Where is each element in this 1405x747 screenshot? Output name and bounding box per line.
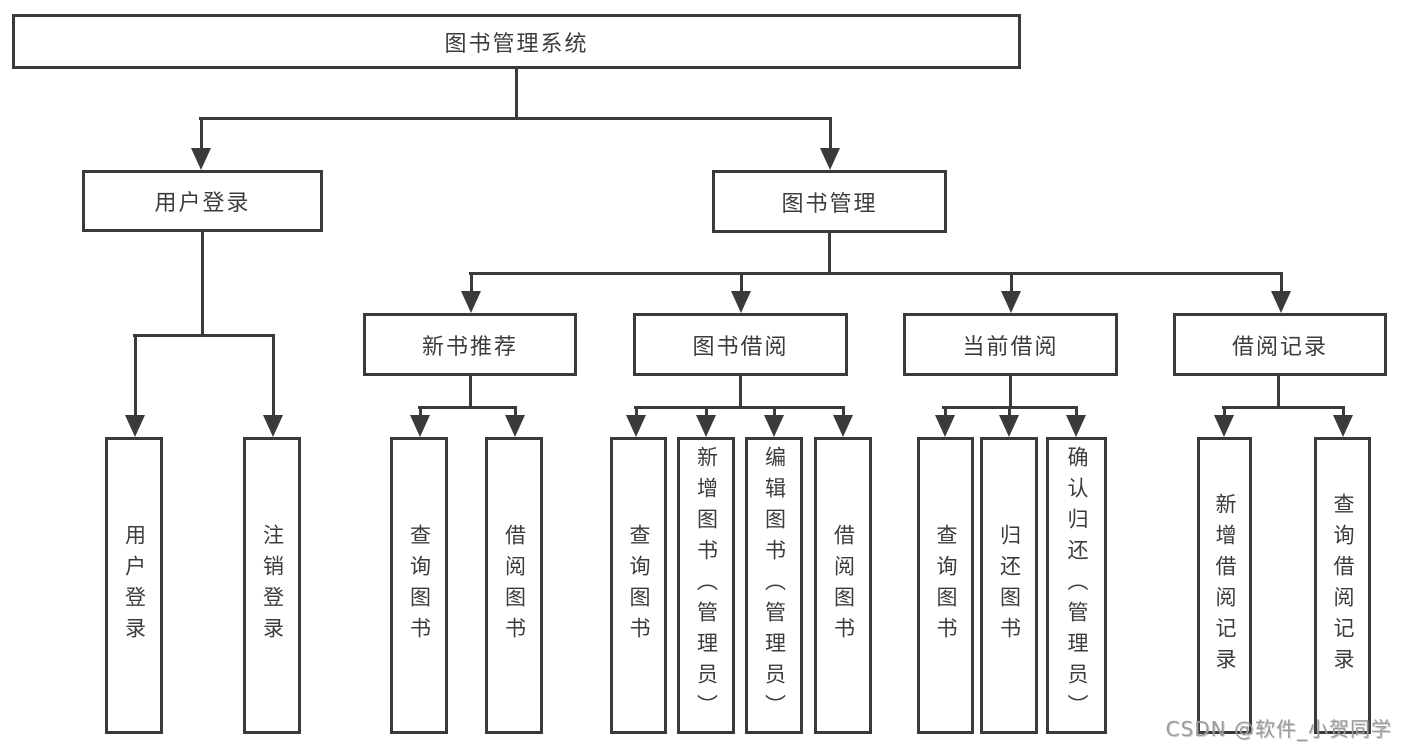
arrowhead-icon: [935, 415, 955, 437]
arrowhead-icon: [626, 415, 646, 437]
arrow-down: [1271, 272, 1291, 313]
leaf-confirm-return-admin: 确认归还（管理员）: [1046, 437, 1107, 734]
arrowhead-icon: [999, 415, 1019, 437]
node-new-book-recommend: 新书推荐: [363, 313, 577, 376]
leaf-newbook-borrow-books: 借阅图书: [485, 437, 543, 734]
node-current-borrow: 当前借阅: [903, 313, 1118, 376]
arrow-down: [626, 406, 646, 437]
arrowhead-icon: [125, 415, 145, 437]
arrow-down: [191, 117, 211, 170]
leaf-newbook-query-books-label: 查询图书: [407, 523, 432, 648]
node-book-borrow: 图书借阅: [633, 313, 848, 376]
connector-line: [515, 68, 518, 120]
arrow-down: [999, 406, 1019, 437]
arrow-down: [696, 406, 716, 437]
connector-line: [828, 232, 831, 275]
arrowhead-icon: [263, 415, 283, 437]
leaf-edit-book-admin-label: 编辑图书（管理员）: [762, 446, 787, 725]
connector-line: [739, 375, 742, 409]
node-book-management-label: 图书管理: [781, 191, 878, 217]
arrowhead-icon: [1066, 415, 1086, 437]
node-book-borrow-label: 图书借阅: [692, 334, 789, 360]
leaf-logout-label: 注销登录: [260, 523, 285, 648]
arrowhead-icon: [833, 415, 853, 437]
arrow-down: [1066, 406, 1086, 437]
arrowhead-icon: [505, 415, 525, 437]
leaf-logout: 注销登录: [243, 437, 301, 734]
leaf-return-books: 归还图书: [980, 437, 1038, 734]
arrow-down: [1214, 406, 1234, 437]
connector-line: [199, 117, 832, 120]
leaf-current-query-books: 查询图书: [917, 437, 974, 734]
arrowhead-icon: [1214, 415, 1234, 437]
arrow-down: [1001, 272, 1021, 313]
arrowhead-icon: [731, 291, 751, 313]
leaf-query-borrow-record-label: 查询借阅记录: [1331, 492, 1355, 679]
arrowhead-icon: [1001, 291, 1021, 313]
leaf-add-book-admin: 新增图书（管理员）: [677, 437, 735, 734]
arrow-down: [263, 334, 283, 437]
node-root-label: 图书管理系统: [444, 31, 589, 57]
arrowhead-icon: [1333, 415, 1353, 437]
arrow-down: [731, 272, 751, 313]
leaf-borrow-query-books: 查询图书: [610, 437, 667, 734]
arrowhead-icon: [1271, 291, 1291, 313]
arrow-down: [505, 406, 525, 437]
arrowhead-icon: [461, 291, 481, 313]
arrow-down: [1333, 406, 1353, 437]
connector-line: [1222, 406, 1344, 409]
arrowhead-icon: [764, 415, 784, 437]
connector-line: [133, 334, 274, 337]
node-user-login-label: 用户登录: [154, 191, 251, 216]
connector-line: [1009, 375, 1012, 409]
leaf-borrow-query-books-label: 查询图书: [627, 523, 651, 648]
arrow-down: [820, 117, 840, 170]
leaf-user-login-label: 用户登录: [122, 523, 147, 648]
leaf-current-query-books-label: 查询图书: [934, 523, 958, 648]
arrow-down: [833, 406, 853, 437]
arrowhead-icon: [696, 415, 716, 437]
node-borrow-records-label: 借阅记录: [1231, 334, 1328, 360]
leaf-edit-book-admin: 编辑图书（管理员）: [745, 437, 803, 734]
leaf-newbook-borrow-books-label: 借阅图书: [502, 523, 527, 648]
leaf-add-borrow-record: 新增借阅记录: [1197, 437, 1252, 734]
node-borrow-records: 借阅记录: [1173, 313, 1387, 376]
node-new-book-recommend-label: 新书推荐: [421, 334, 518, 360]
connector-line: [469, 272, 1283, 275]
arrow-down: [461, 272, 481, 313]
arrowhead-icon: [191, 148, 211, 170]
leaf-add-book-admin-label: 新增图书（管理员）: [694, 446, 719, 725]
arrowhead-icon: [410, 415, 430, 437]
leaf-add-borrow-record-label: 新增借阅记录: [1213, 492, 1237, 679]
leaf-query-borrow-record: 查询借阅记录: [1314, 437, 1371, 734]
arrowhead-icon: [820, 148, 840, 170]
node-current-borrow-label: 当前借阅: [962, 334, 1059, 360]
node-root-system: 图书管理系统: [12, 14, 1021, 69]
connector-line: [469, 375, 472, 409]
node-book-management: 图书管理: [712, 170, 947, 233]
connector-line: [1277, 375, 1280, 409]
connector-line: [418, 406, 516, 409]
connector-line: [634, 406, 844, 409]
leaf-confirm-return-admin-label: 确认归还（管理员）: [1065, 446, 1089, 725]
csdn-watermark: CSDN @软件_小贺同学: [1165, 717, 1392, 741]
arrow-down: [410, 406, 430, 437]
arrow-down: [935, 406, 955, 437]
node-user-login: 用户登录: [82, 170, 323, 232]
leaf-borrow-books: 借阅图书: [814, 437, 872, 734]
connector-line: [201, 231, 204, 337]
leaf-user-login: 用户登录: [105, 437, 163, 734]
leaf-borrow-books-label: 借阅图书: [831, 523, 856, 648]
leaf-newbook-query-books: 查询图书: [390, 437, 448, 734]
arrow-down: [764, 406, 784, 437]
arrow-down: [125, 334, 145, 437]
leaf-return-books-label: 归还图书: [997, 523, 1022, 648]
